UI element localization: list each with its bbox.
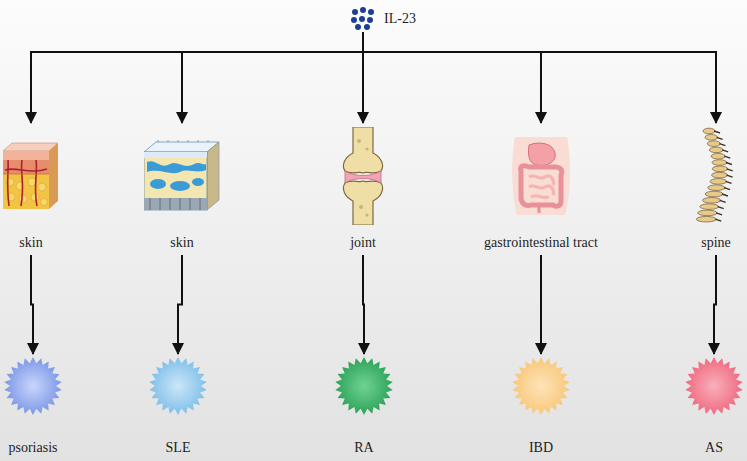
disease-burst: psoriasis — [3, 356, 63, 456]
disease-burst: SLE — [148, 356, 208, 456]
arrow-connector — [363, 255, 364, 354]
node-label: AS — [705, 440, 723, 456]
arrow-connector — [182, 32, 363, 123]
cytokine-node: IL-23 — [350, 6, 416, 32]
arrow-connector — [178, 255, 182, 354]
arrow-connector — [540, 255, 542, 354]
disease-burst: IBD — [511, 356, 571, 456]
node-label: IBD — [529, 440, 553, 456]
arrow-connector — [363, 32, 541, 123]
organ-node: skin — [144, 125, 220, 251]
node-icon — [144, 125, 220, 227]
node-icon — [350, 6, 376, 32]
node-label: SLE — [166, 440, 191, 456]
node-label: IL-23 — [384, 11, 416, 27]
organ-node: spine — [695, 125, 737, 251]
organ-node: gastrointestinal tract — [484, 125, 598, 251]
node-icon — [148, 356, 208, 416]
node-icon — [3, 125, 59, 227]
disease-burst: RA — [334, 356, 394, 456]
node-icon — [337, 125, 389, 227]
arrow-connector — [714, 255, 716, 354]
node-icon — [695, 125, 737, 227]
node-icon — [684, 356, 744, 416]
node-label: skin — [19, 235, 42, 251]
node-icon — [511, 356, 571, 416]
arrow-connector — [31, 255, 33, 354]
node-icon — [509, 125, 573, 227]
node-label: skin — [170, 235, 193, 251]
node-label: psoriasis — [9, 440, 58, 456]
node-label: gastrointestinal tract — [484, 235, 598, 251]
node-icon — [3, 356, 63, 416]
organ-node: joint — [337, 125, 389, 251]
arrow-connector — [363, 32, 716, 123]
node-label: joint — [350, 235, 376, 251]
node-label: spine — [701, 235, 731, 251]
disease-burst: AS — [684, 356, 744, 456]
organ-node: skin — [3, 125, 59, 251]
arrow-connector — [31, 32, 363, 123]
node-icon — [334, 356, 394, 416]
node-label: RA — [354, 440, 373, 456]
